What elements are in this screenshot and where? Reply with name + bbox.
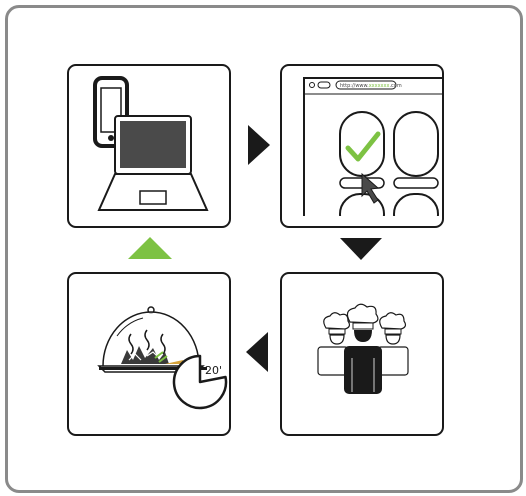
- delivery-illustration: 20': [97, 306, 228, 410]
- chef-right-icon: [377, 312, 409, 376]
- timer-icon: 20': [172, 354, 228, 410]
- checkmark-icon: [345, 131, 381, 162]
- step-kitchen-panel: [280, 272, 444, 436]
- arrow-right-icon: [248, 125, 270, 165]
- chef-left-icon: [317, 312, 351, 376]
- step-delivery-panel: 20': [67, 272, 231, 436]
- address-bar: [335, 80, 397, 90]
- chef-center-icon: [344, 303, 382, 394]
- arrow-up-icon: [128, 237, 172, 259]
- browser-illustration: http://www.xxxxxxx.com: [303, 77, 442, 216]
- timer-label: 20': [205, 364, 222, 377]
- cloche-icon: [97, 306, 207, 373]
- arrow-down-icon: [340, 238, 382, 260]
- cursor-icon: [361, 172, 380, 204]
- step-browser-panel: http://www.xxxxxxx.com: [280, 64, 444, 228]
- arrow-left-icon: [246, 332, 268, 372]
- step-devices-panel: [67, 64, 231, 228]
- address-bar-url: http://www.xxxxxxx.com: [340, 83, 402, 89]
- browser-window: [303, 77, 442, 216]
- selected-option: [339, 111, 385, 177]
- kitchen-illustration: [317, 303, 409, 394]
- devices-illustration: [93, 76, 209, 211]
- laptop-icon: [97, 115, 209, 211]
